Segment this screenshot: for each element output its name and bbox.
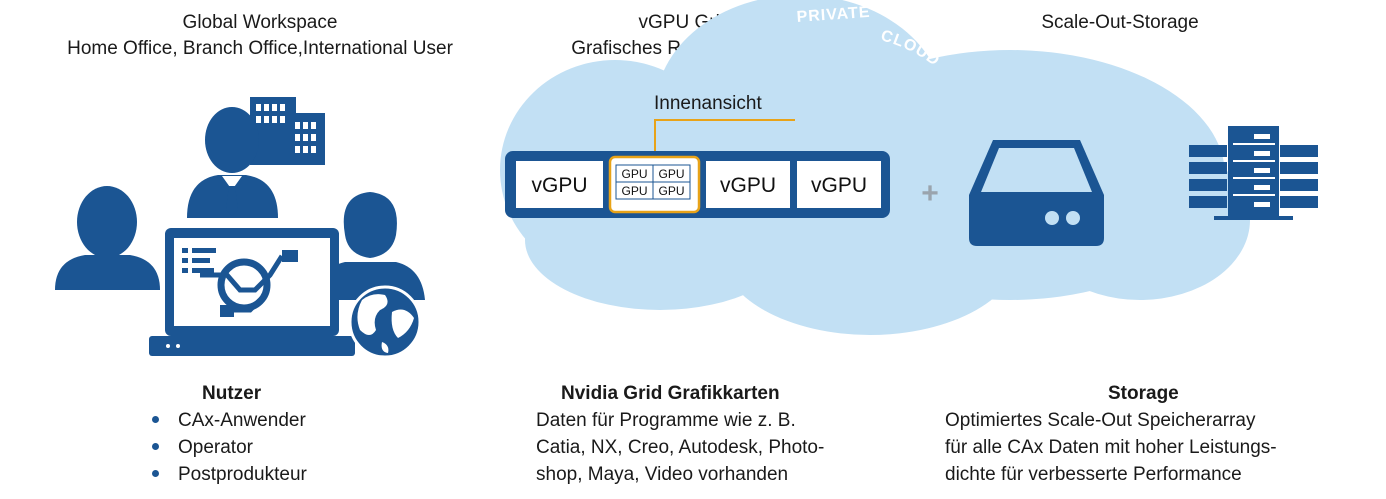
vgpu-slot-3: [797, 161, 881, 208]
businessman-icon: [187, 107, 278, 218]
cloud-label-left: PRIVATE: [796, 4, 871, 26]
users-list: CAx-Anwender Operator Postprodukteur: [150, 407, 450, 488]
users-bullet: CAx-Anwender: [150, 407, 450, 434]
plus-sign: +: [921, 177, 939, 210]
grid-line: shop, Maya, Video vorhanden: [536, 464, 789, 485]
header-right-title: Scale-Out-Storage: [1041, 12, 1199, 33]
globe-icon: [348, 285, 422, 359]
header-left-subtitle: Home Office, Branch Office,International…: [67, 38, 453, 59]
server-rack-icon: [1189, 126, 1318, 220]
users-title: Nutzer: [202, 383, 262, 404]
header-left: Global Workspace Home Office, Branch Off…: [0, 10, 520, 62]
vgpu-slot-3-label: vGPU: [811, 174, 867, 197]
innenansicht-label: Innenansicht: [654, 93, 762, 114]
laptop-icon: [149, 228, 355, 356]
section-storage: Storage Optimiertes Scale-Out Speicherar…: [945, 380, 1365, 488]
hard-drive-icon: [969, 140, 1104, 246]
section-grid: Nvidia Grid Grafikkarten Daten für Progr…: [536, 380, 896, 488]
vgpu-slot-2-label: vGPU: [720, 174, 776, 197]
person-icon: [55, 186, 160, 290]
gpu-cell-4: GPU: [658, 184, 684, 198]
storage-line: für alle CAx Daten mit hoher Leistungs-: [945, 437, 1277, 458]
architecture-diagram: PRIVATE CLOUD vGPU GPU GPU GPU GPU vGPU …: [55, 0, 1318, 359]
vgpu-slot-1-label: vGPU: [531, 174, 587, 197]
vgpu-slot-1: [516, 161, 603, 208]
gpu-cell-1: GPU: [621, 167, 647, 181]
section-users: Nutzer CAx-Anwender Operator Postprodukt…: [150, 380, 450, 488]
grid-title: Nvidia Grid Grafikkarten: [561, 383, 780, 404]
storage-title: Storage: [1108, 383, 1179, 404]
gpu-cell-3: GPU: [621, 184, 647, 198]
header-left-title: Global Workspace: [182, 12, 338, 33]
office-building-icon: [250, 97, 325, 165]
grid-line: Daten für Programme wie z. B.: [536, 410, 796, 431]
vgpu-slot-2: [706, 161, 790, 208]
users-bullet: Postprodukteur: [150, 461, 450, 488]
header-right: Scale-Out-Storage: [980, 10, 1260, 36]
storage-line: Optimiertes Scale-Out Speicherarray: [945, 410, 1256, 431]
grid-line: Catia, NX, Creo, Autodesk, Photo-: [536, 437, 825, 458]
users-bullet: Operator: [150, 434, 450, 461]
storage-line: dichte für verbesserte Performance: [945, 464, 1242, 485]
gpu-cell-2: GPU: [658, 167, 684, 181]
